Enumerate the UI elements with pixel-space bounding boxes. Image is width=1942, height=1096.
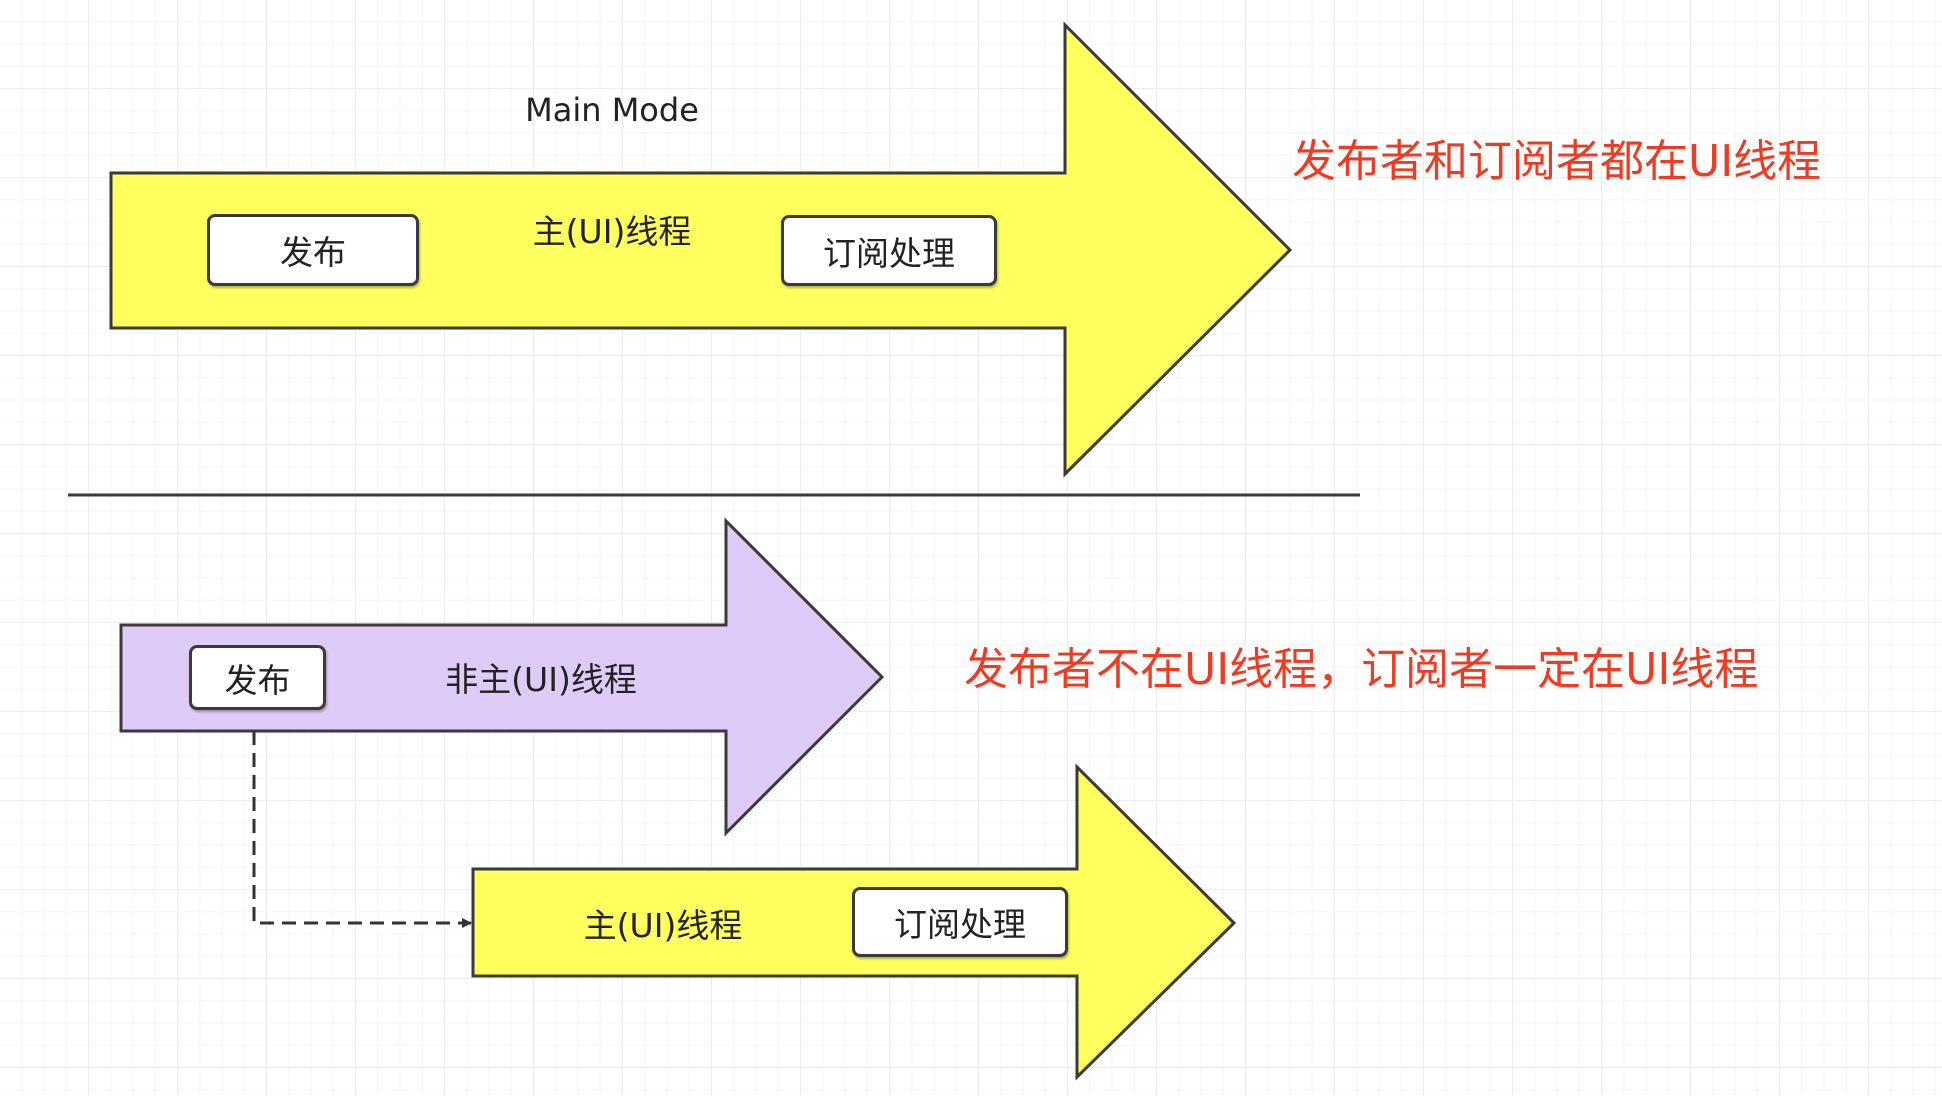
- publish-box-top: 发布: [207, 214, 419, 286]
- note-top: 发布者和订阅者都在UI线程: [1292, 136, 1822, 187]
- subscribe-label: 订阅处理: [894, 905, 1026, 944]
- main-thread-arrow-top: [109, 21, 1293, 478]
- main-thread-label-top: 主(UI)线程: [532, 212, 692, 251]
- publish-label: 发布: [224, 660, 291, 700]
- subscribe-box-bottom: 订阅处理: [852, 887, 1068, 957]
- non-main-thread-arrow: [119, 517, 885, 837]
- publish-box-bottom: 发布: [189, 645, 326, 710]
- main-mode-label: Main Mode: [525, 91, 699, 129]
- main-thread-label-bottom: 主(UI)线程: [583, 906, 743, 945]
- publish-label: 发布: [280, 233, 346, 272]
- non-main-thread-label: 非主(UI)线程: [445, 660, 637, 699]
- dashed-connector: [252, 731, 472, 928]
- subscribe-label: 订阅处理: [823, 233, 955, 273]
- note-bottom: 发布者不在UI线程，订阅者一定在UI线程: [964, 644, 1759, 695]
- subscribe-box-top: 订阅处理: [781, 215, 997, 286]
